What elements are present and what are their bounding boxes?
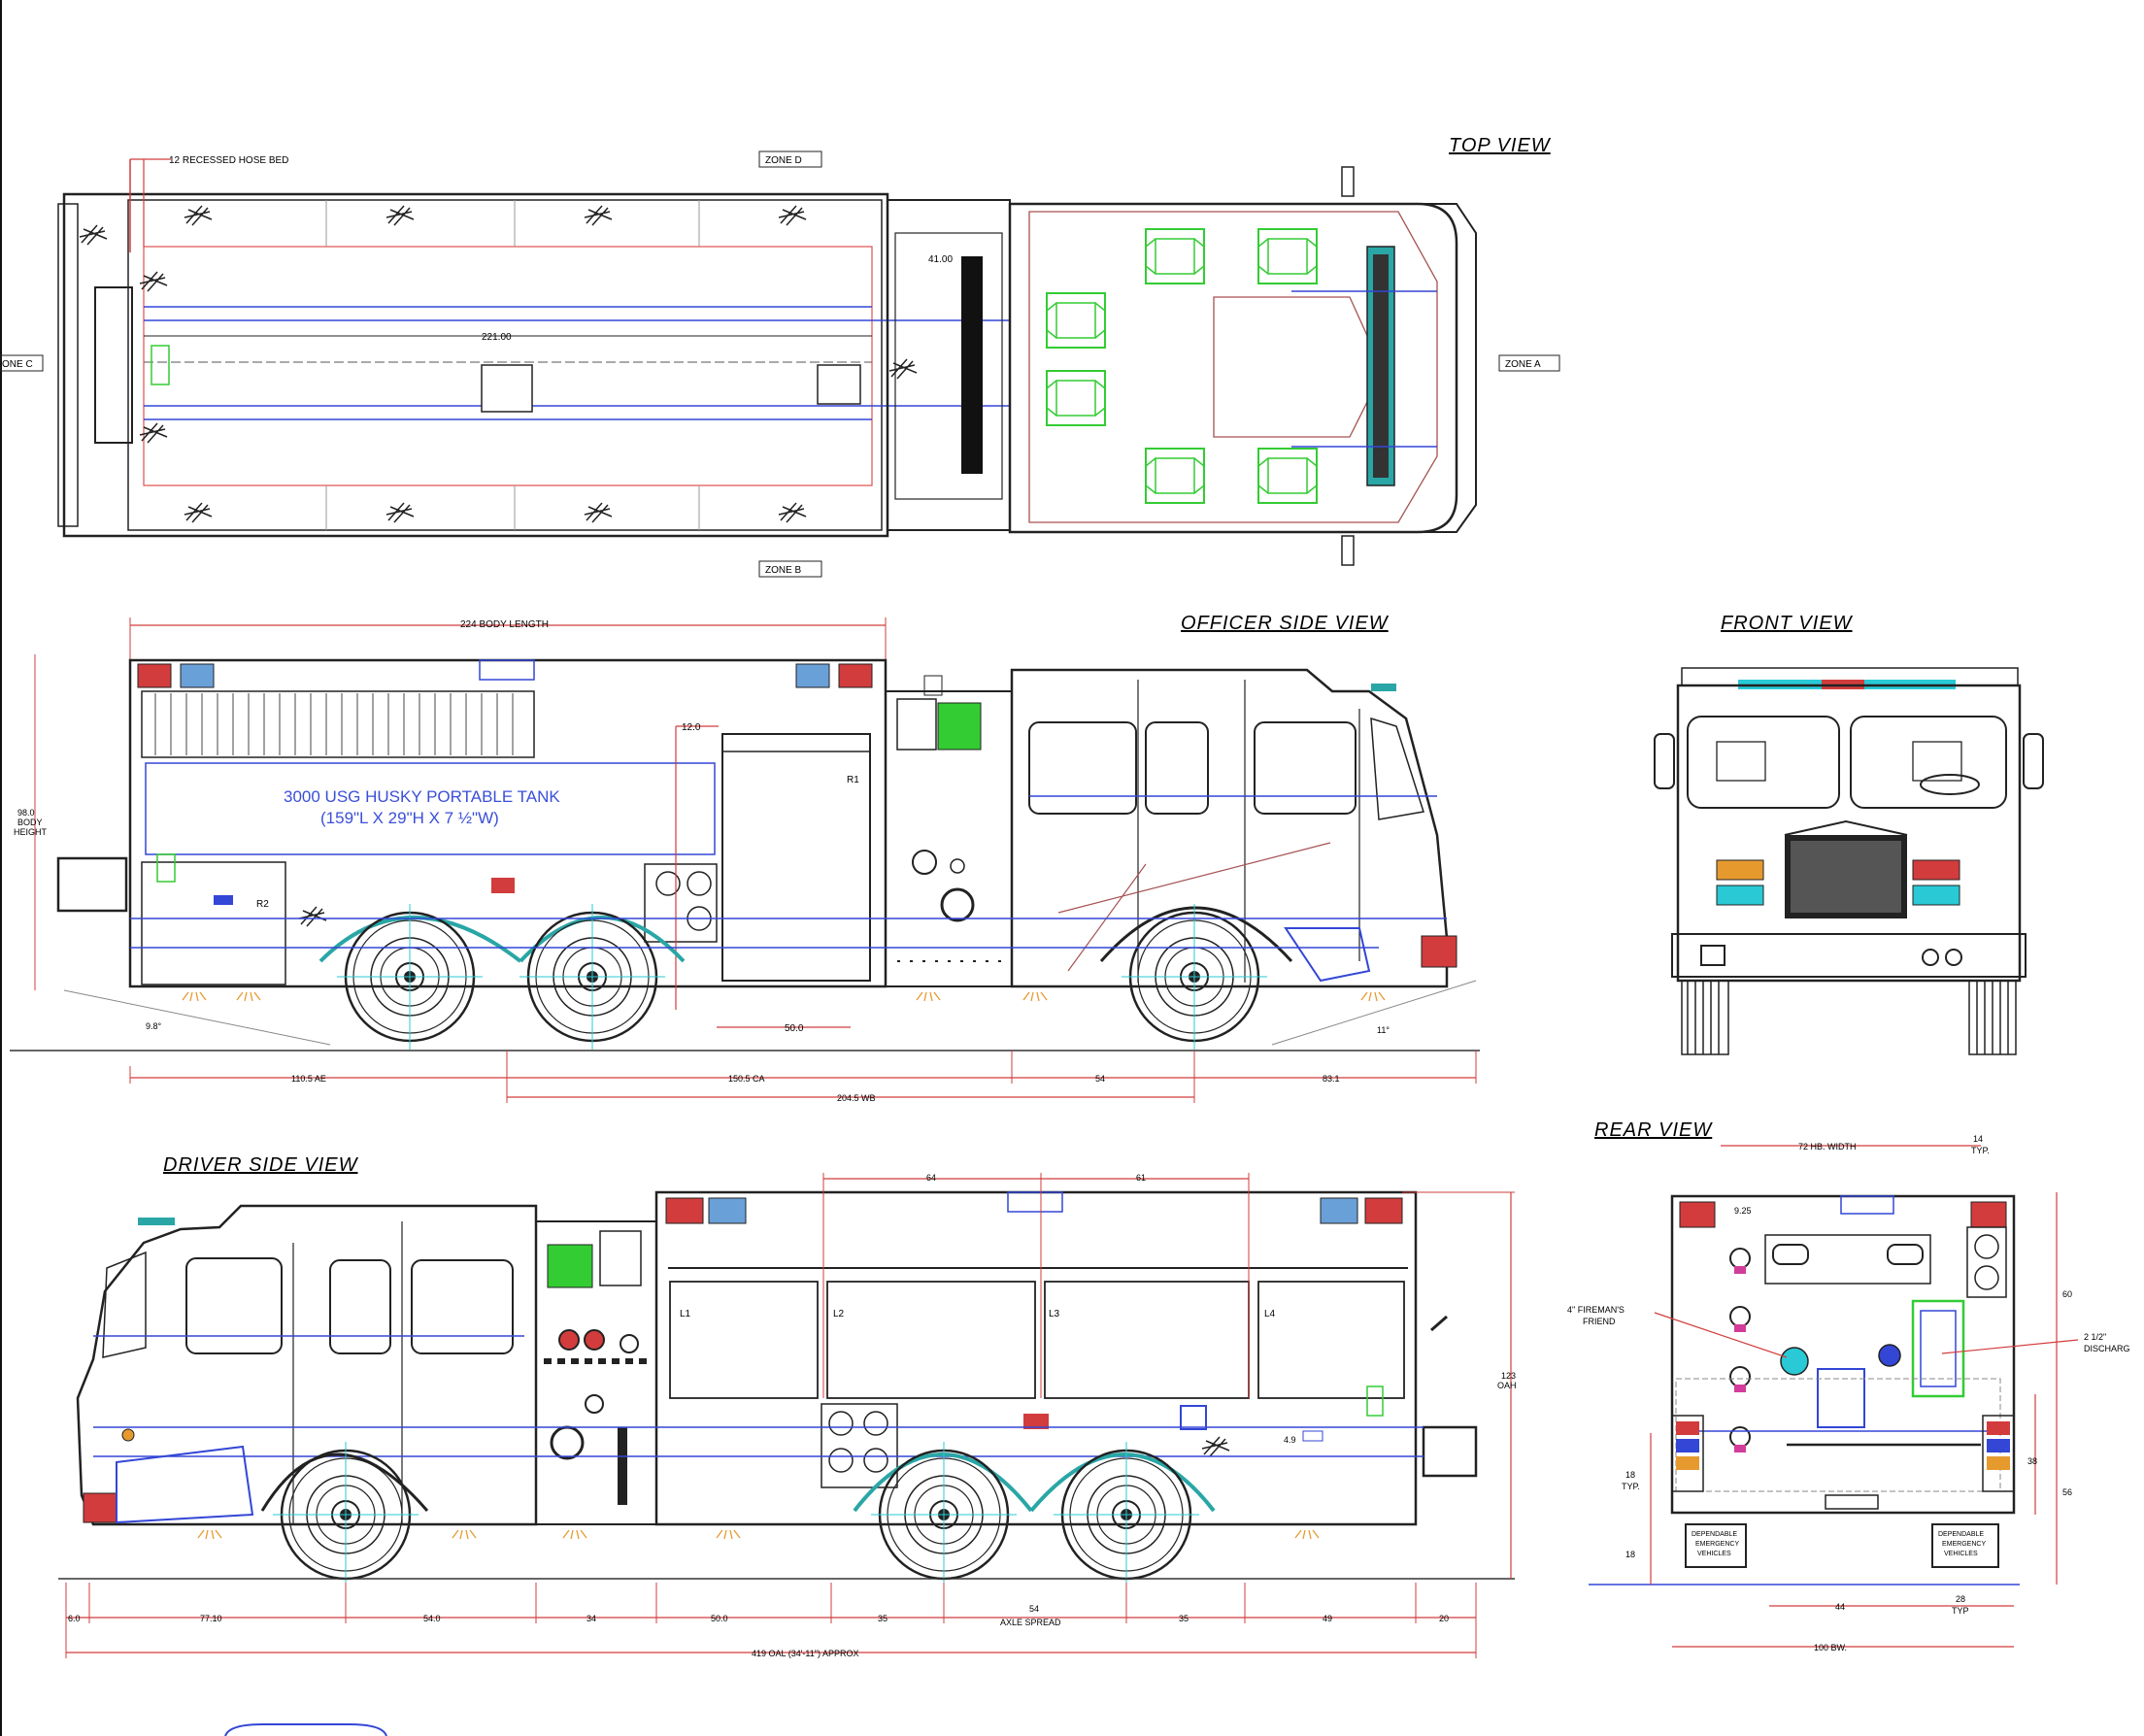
dim-60: 60	[2062, 1289, 2072, 1299]
hose-bed-label: 12 RECESSED HOSE BED	[169, 155, 288, 166]
zone-b-label: ZONE B	[765, 565, 802, 576]
top-length-dim: 221.00	[482, 332, 512, 343]
pump-width-dim: 41.00	[928, 254, 953, 265]
cab-to-axle-ca: 150.5 CA	[728, 1074, 765, 1084]
dim-18-typ-label: TYP.	[1622, 1482, 1640, 1491]
dim-18: 18	[1625, 1550, 1635, 1559]
mudflap-left-l3: VEHICLES	[1697, 1551, 1731, 1557]
compartment-l1: L1	[680, 1309, 691, 1319]
dim-56: 56	[2062, 1487, 2072, 1497]
oah-label: OAH	[1497, 1381, 1517, 1390]
dim-34: 34	[586, 1614, 596, 1623]
approach-angle: 11°	[1377, 1025, 1390, 1035]
dim-28-label: TYP	[1952, 1606, 1969, 1616]
driver-view-title: DRIVER SIDE VIEW	[163, 1154, 359, 1176]
dim-54: 54	[1095, 1074, 1105, 1084]
tank-label-line1: 3000 USG HUSKY PORTABLE TANK	[284, 787, 560, 806]
dim-6: 6.0	[68, 1614, 81, 1623]
body-width-bw: 100 BW.	[1814, 1643, 1847, 1653]
dim-28-value: 28	[1956, 1594, 1965, 1604]
axle-spread-value: 54	[1029, 1604, 1039, 1614]
compartment-r2: R2	[256, 899, 269, 910]
dim-83: 83.1	[1323, 1074, 1340, 1084]
dim-12: 12.0	[682, 722, 701, 733]
axle-spread-label: AXLE SPREAD	[1000, 1618, 1061, 1627]
hb-width-dim: 72 HB. WIDTH	[1798, 1142, 1857, 1152]
body-height-value: 98.0	[17, 808, 35, 818]
dim-54-0: 54.0	[423, 1614, 441, 1623]
rear-view-title: REAR VIEW	[1594, 1119, 1713, 1141]
overall-length: 419 OAL (34'-11") APPROX	[752, 1649, 858, 1658]
zone-a-label: ZONE A	[1505, 359, 1541, 370]
zone-d-label: ZONE D	[765, 155, 802, 166]
dim-18-typ-value: 18	[1625, 1470, 1635, 1480]
dim-35b: 35	[1179, 1614, 1189, 1623]
typ14-value: 14	[1973, 1134, 1983, 1144]
dim-50-0: 50.0	[711, 1614, 728, 1623]
mudflap-right-l2: EMERGENCY	[1942, 1541, 1986, 1548]
compartment-l3: L3	[1049, 1309, 1060, 1319]
body-length-dim: 224 BODY LENGTH	[460, 619, 549, 630]
wheelbase-wb: 204.5 WB	[837, 1093, 876, 1103]
rear-view: REAR VIEW 72 HB. WIDTH 14 TYP. 9.25	[1567, 1119, 2130, 1653]
dim-50: 50.0	[785, 1023, 804, 1034]
front-view: FRONT VIEW	[1654, 613, 2044, 1055]
mudflap-left-l2: EMERGENCY	[1695, 1541, 1739, 1548]
oah-value: 123	[1501, 1371, 1516, 1381]
body-height-l1: BODY	[17, 818, 43, 827]
dim-35a: 35	[878, 1614, 888, 1623]
discharge-l2: DISCHARG	[2084, 1344, 2130, 1353]
dim-64: 64	[926, 1173, 936, 1183]
dim-77: 77.10	[200, 1614, 222, 1623]
driver-side-view: DRIVER SIDE VIEW	[58, 1154, 1517, 1658]
body-height-l2: HEIGHT	[14, 827, 48, 837]
dim-9-25: 9.25	[1734, 1206, 1752, 1216]
mudflap-right-l3: VEHICLES	[1944, 1551, 1978, 1557]
dim-38: 38	[2027, 1456, 2037, 1466]
dim-49: 49	[1323, 1614, 1332, 1623]
angle-of-approach-ae: 110.5 AE	[291, 1074, 326, 1084]
typ14-label: TYP.	[1971, 1146, 1990, 1155]
officer-view-title: OFFICER SIDE VIEW	[1181, 613, 1390, 634]
fireman-friend-l2: FRIEND	[1583, 1317, 1616, 1326]
discharge-l1: 2 1/2"	[2084, 1332, 2106, 1342]
tank-label-line2: (159"L X 29"H X 7 ½"W)	[320, 809, 499, 827]
zone-c-label: ONE C	[2, 359, 33, 370]
dim-44: 44	[1835, 1602, 1845, 1612]
top-view: TOP VIEW 12 RECESSED HOSE BED 221.00	[0, 135, 1560, 578]
dim-20: 20	[1439, 1614, 1449, 1623]
compartment-r1: R1	[847, 775, 859, 785]
mudflap-right-l1: DEPENDABLE	[1938, 1531, 1984, 1538]
dim-61: 61	[1136, 1173, 1146, 1183]
officer-side-view: OFFICER SIDE VIEW 224 BODY LENGTH 3000 U…	[10, 613, 1480, 1103]
compartment-l4: L4	[1264, 1309, 1276, 1319]
dim-4-9: 4.9	[1284, 1435, 1296, 1445]
fireman-friend-l1: 4" FIREMAN'S	[1567, 1305, 1625, 1315]
departure-angle: 9.8°	[146, 1021, 162, 1031]
compartment-l2: L2	[833, 1309, 845, 1319]
top-view-title: TOP VIEW	[1449, 135, 1552, 156]
front-view-title: FRONT VIEW	[1721, 613, 1854, 634]
partial-label-frame	[224, 1723, 387, 1736]
mudflap-left-l1: DEPENDABLE	[1692, 1531, 1737, 1538]
